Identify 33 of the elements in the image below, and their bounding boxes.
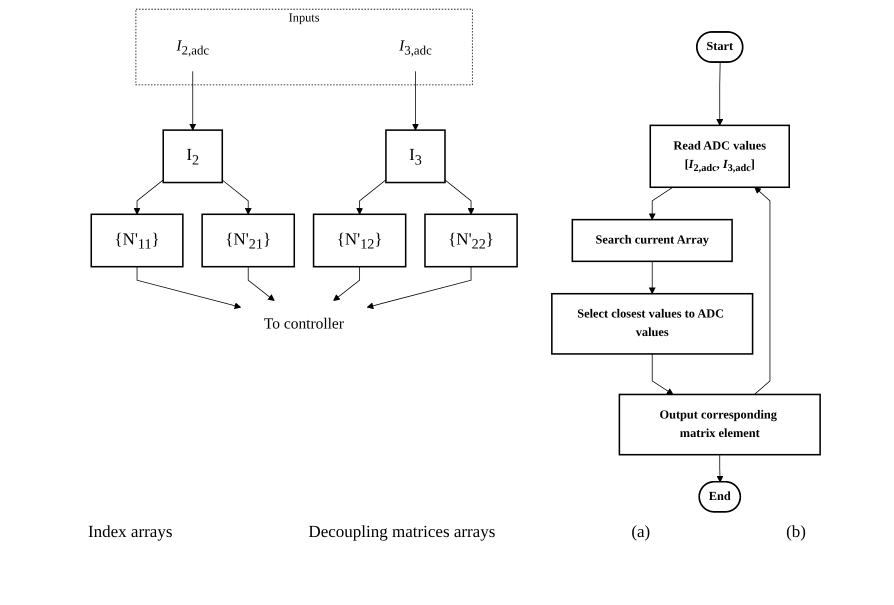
arrow bbox=[189, 70, 196, 130]
part-label: (a) bbox=[631, 522, 650, 542]
arrow bbox=[648, 186, 674, 220]
node-box: I$_{3}$ bbox=[385, 128, 446, 183]
node-box: {N'$_{22}$} bbox=[424, 213, 518, 267]
arrow bbox=[356, 178, 386, 214]
arrow bbox=[716, 454, 724, 482]
arrow bbox=[366, 266, 472, 309]
node-box: {N'$_{11}$} bbox=[90, 213, 184, 267]
node-box: Search current Array bbox=[572, 218, 733, 262]
node-text: I$_{3,adc}$ bbox=[399, 36, 432, 57]
part-label: Index arrays bbox=[88, 522, 172, 542]
node-text: I$_{2,adc}$ bbox=[176, 36, 210, 57]
node-box: Select closest values to ADC values bbox=[551, 292, 754, 354]
arrow bbox=[222, 179, 252, 214]
arrow bbox=[136, 266, 242, 309]
part-label: (b) bbox=[786, 522, 806, 542]
arrow bbox=[134, 179, 164, 214]
node-box: {N'$_{12}$} bbox=[312, 213, 406, 267]
arrow bbox=[412, 70, 419, 130]
arrow bbox=[333, 266, 360, 300]
arrow bbox=[248, 266, 275, 300]
arrow bbox=[716, 62, 724, 126]
arrow bbox=[648, 260, 656, 294]
part-label: Decoupling matrices arrays bbox=[308, 522, 496, 542]
node-box: Output corresponding matrix element bbox=[618, 393, 821, 455]
node-text: To controller bbox=[264, 314, 344, 332]
node-box: Read ADC values [I$_{2,adc}$, I$_{3,adc}$] bbox=[650, 124, 790, 188]
node-box: I$_{2}$ bbox=[162, 128, 224, 183]
arrow bbox=[444, 179, 474, 214]
arrow bbox=[754, 186, 770, 394]
arrow bbox=[652, 353, 674, 394]
node-box: {N'$_{21}$} bbox=[201, 213, 296, 267]
